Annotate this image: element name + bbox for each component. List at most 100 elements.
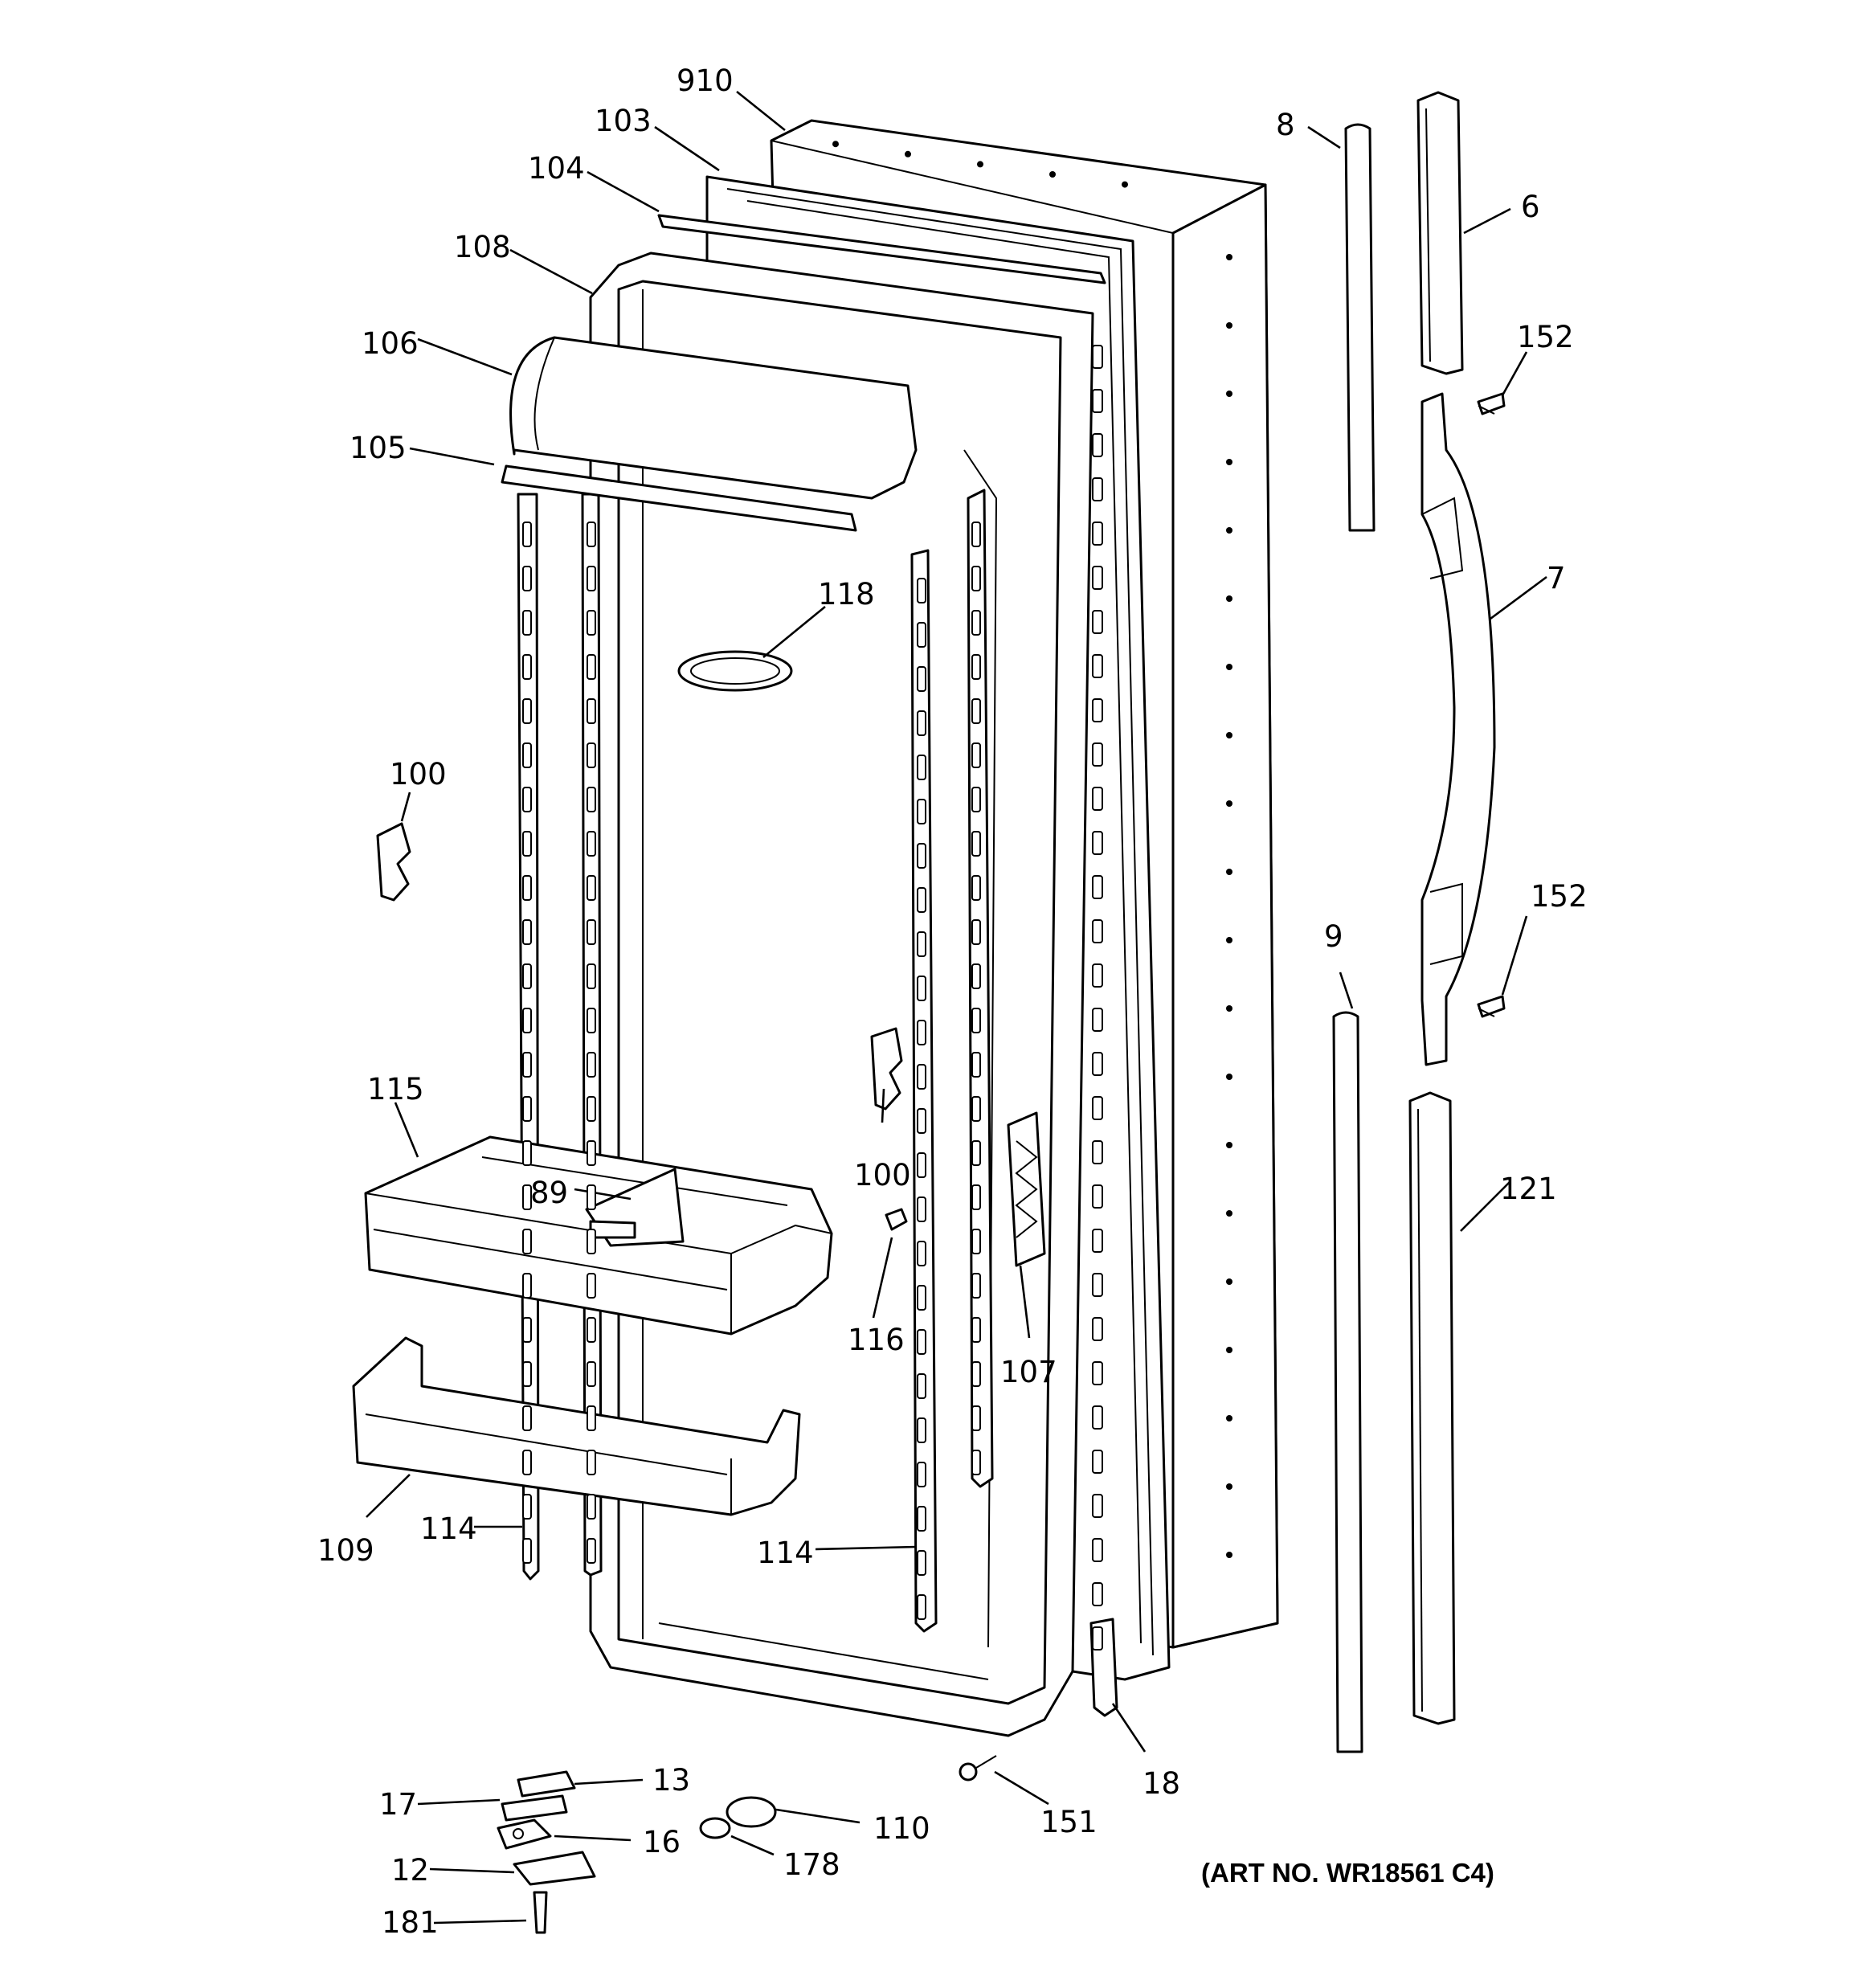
panel-hole <box>1122 181 1128 188</box>
trim-105 <box>501 464 857 532</box>
oval-dish-118 <box>677 650 793 692</box>
panel-hole <box>1226 527 1232 534</box>
rail-slot <box>917 931 926 957</box>
rail-slot <box>971 1405 981 1431</box>
rail-slot <box>587 610 596 636</box>
rail-slot <box>1092 1626 1103 1651</box>
trim-strip-8 <box>1344 123 1376 532</box>
rail-slot <box>1092 1582 1103 1606</box>
label-178: 178 <box>783 1847 840 1882</box>
rail-slot <box>522 1317 532 1343</box>
rail-slot <box>1092 1317 1103 1341</box>
rail-slot <box>522 1273 532 1299</box>
rail-slot <box>1092 610 1103 634</box>
rail-slot <box>522 1450 532 1475</box>
label-152-top: 152 <box>1517 320 1574 354</box>
screw-152-top <box>1477 392 1506 415</box>
panel-hole <box>1226 322 1232 329</box>
rail-slot <box>1092 654 1103 678</box>
label-116: 116 <box>848 1323 905 1357</box>
label-13: 13 <box>652 1763 690 1798</box>
rail-slot <box>587 1052 596 1078</box>
rail-slot <box>917 1506 926 1532</box>
part-labels: 910 103 104 108 106 105 118 100 100 115 … <box>317 63 1588 1940</box>
label-89: 89 <box>530 1176 568 1210</box>
rail-slot <box>522 1140 532 1166</box>
rail-slot <box>522 1096 532 1122</box>
rail-slot <box>1092 963 1103 988</box>
rail-slot <box>917 622 926 648</box>
panel-hole <box>1226 869 1232 875</box>
rail-slot <box>522 831 532 857</box>
rail-slot <box>971 1184 981 1210</box>
rail-slot <box>1092 1229 1103 1253</box>
label-100-left: 100 <box>390 757 447 792</box>
rail-slot <box>587 1096 596 1122</box>
panel-hole <box>1226 800 1232 807</box>
rail-slot <box>917 1285 926 1311</box>
rail-slot <box>971 1140 981 1166</box>
rail-slot <box>587 1229 596 1254</box>
rail-slot <box>971 831 981 857</box>
label-114-left: 114 <box>420 1511 477 1546</box>
rail-slot <box>1092 522 1103 546</box>
rail-slot <box>917 710 926 736</box>
rail-slot <box>971 1273 981 1299</box>
label-6: 6 <box>1521 190 1540 224</box>
rail-slot <box>1092 1405 1103 1430</box>
rail-slot <box>522 566 532 591</box>
label-151: 151 <box>1040 1805 1098 1839</box>
rail-slot <box>587 1450 596 1475</box>
rail-slot <box>587 1008 596 1033</box>
label-100-center: 100 <box>854 1158 911 1192</box>
rail-slot <box>917 1594 926 1620</box>
rail-slot <box>917 1241 926 1266</box>
label-105: 105 <box>350 431 407 465</box>
rail-slot <box>971 787 981 812</box>
rail-slot <box>587 522 596 547</box>
rail-slot <box>1092 1096 1103 1120</box>
rail-slot <box>1092 1140 1103 1164</box>
rail-slot <box>522 654 532 680</box>
rail-slot <box>587 698 596 724</box>
screw-151 <box>959 1755 997 1781</box>
rail-slot <box>971 698 981 724</box>
cap-178 <box>699 1817 731 1839</box>
rail-slot <box>1092 787 1103 811</box>
rail-slot <box>971 875 981 901</box>
rail-slot <box>1092 1494 1103 1518</box>
panel-hole <box>1226 1074 1232 1080</box>
cover-110 <box>726 1796 777 1828</box>
rail-slot <box>587 1184 596 1210</box>
rail-slot <box>1092 875 1103 899</box>
panel-hole <box>1226 1552 1232 1558</box>
label-9: 9 <box>1324 919 1343 954</box>
rail-slot <box>1092 389 1103 413</box>
label-12: 12 <box>391 1853 429 1888</box>
rail-slot <box>917 1329 926 1355</box>
rail-slot <box>917 578 926 603</box>
rail-slot <box>1092 919 1103 943</box>
clip-100-center <box>870 1027 903 1111</box>
rail-slot <box>917 1108 926 1134</box>
rail-slot <box>522 1229 532 1254</box>
label-109: 109 <box>317 1533 374 1568</box>
rail-slot <box>1092 345 1103 369</box>
label-121: 121 <box>1500 1172 1557 1206</box>
rail-slot <box>587 1273 596 1299</box>
grille-107 <box>1007 1111 1046 1267</box>
rail-slot <box>522 522 532 547</box>
rail-slot <box>971 1317 981 1343</box>
handle-cap-121 <box>1408 1091 1456 1725</box>
rail-slot <box>917 1064 926 1090</box>
rail-slot <box>971 610 981 636</box>
panel-hole <box>1226 1278 1232 1285</box>
panel-hole <box>1226 1210 1232 1217</box>
rail-slot <box>1092 1008 1103 1032</box>
label-152-bottom: 152 <box>1531 879 1588 914</box>
panel-hole <box>1226 1142 1232 1148</box>
inner-door-liner-108 <box>589 252 1094 1737</box>
rail-slot <box>587 1405 596 1431</box>
rail-slot <box>917 755 926 780</box>
rail-slot <box>522 698 532 724</box>
